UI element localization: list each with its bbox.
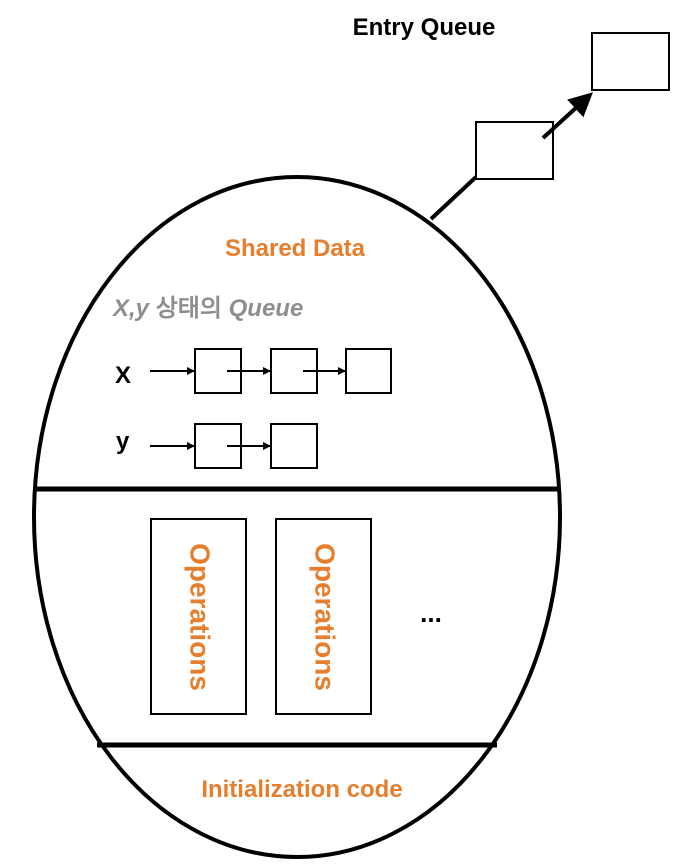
queue-caption-korean: 상태의: [149, 295, 229, 322]
shared-data-title: Shared Data: [225, 235, 366, 262]
entry-queue-title: Entry Queue: [353, 14, 496, 41]
monitor-outline: [32, 175, 562, 859]
queue-caption-word: Queue: [229, 295, 304, 322]
entry-queue-link: [429, 175, 478, 221]
entry-queue-box-1: [475, 121, 554, 180]
queue-y-node-2: [270, 423, 318, 469]
entry-queue-arrow: [541, 92, 593, 140]
queue-caption-vars: X,y: [111, 295, 151, 322]
queue-caption: X,y 상태의 Queue: [111, 295, 303, 322]
initialization-label: Initialization code: [201, 776, 402, 803]
operations-box-1: [150, 518, 247, 715]
operations-box-2: [275, 518, 372, 715]
operations-label-2: Operations: [310, 543, 341, 691]
queue-y-label: y: [116, 428, 130, 455]
queue-x-label: X: [115, 362, 131, 389]
queue-x-node-3: [345, 348, 392, 394]
operations-ellipsis: ...: [420, 598, 442, 628]
entry-queue-box-2: [591, 32, 670, 91]
operations-label-1: Operations: [185, 543, 216, 691]
